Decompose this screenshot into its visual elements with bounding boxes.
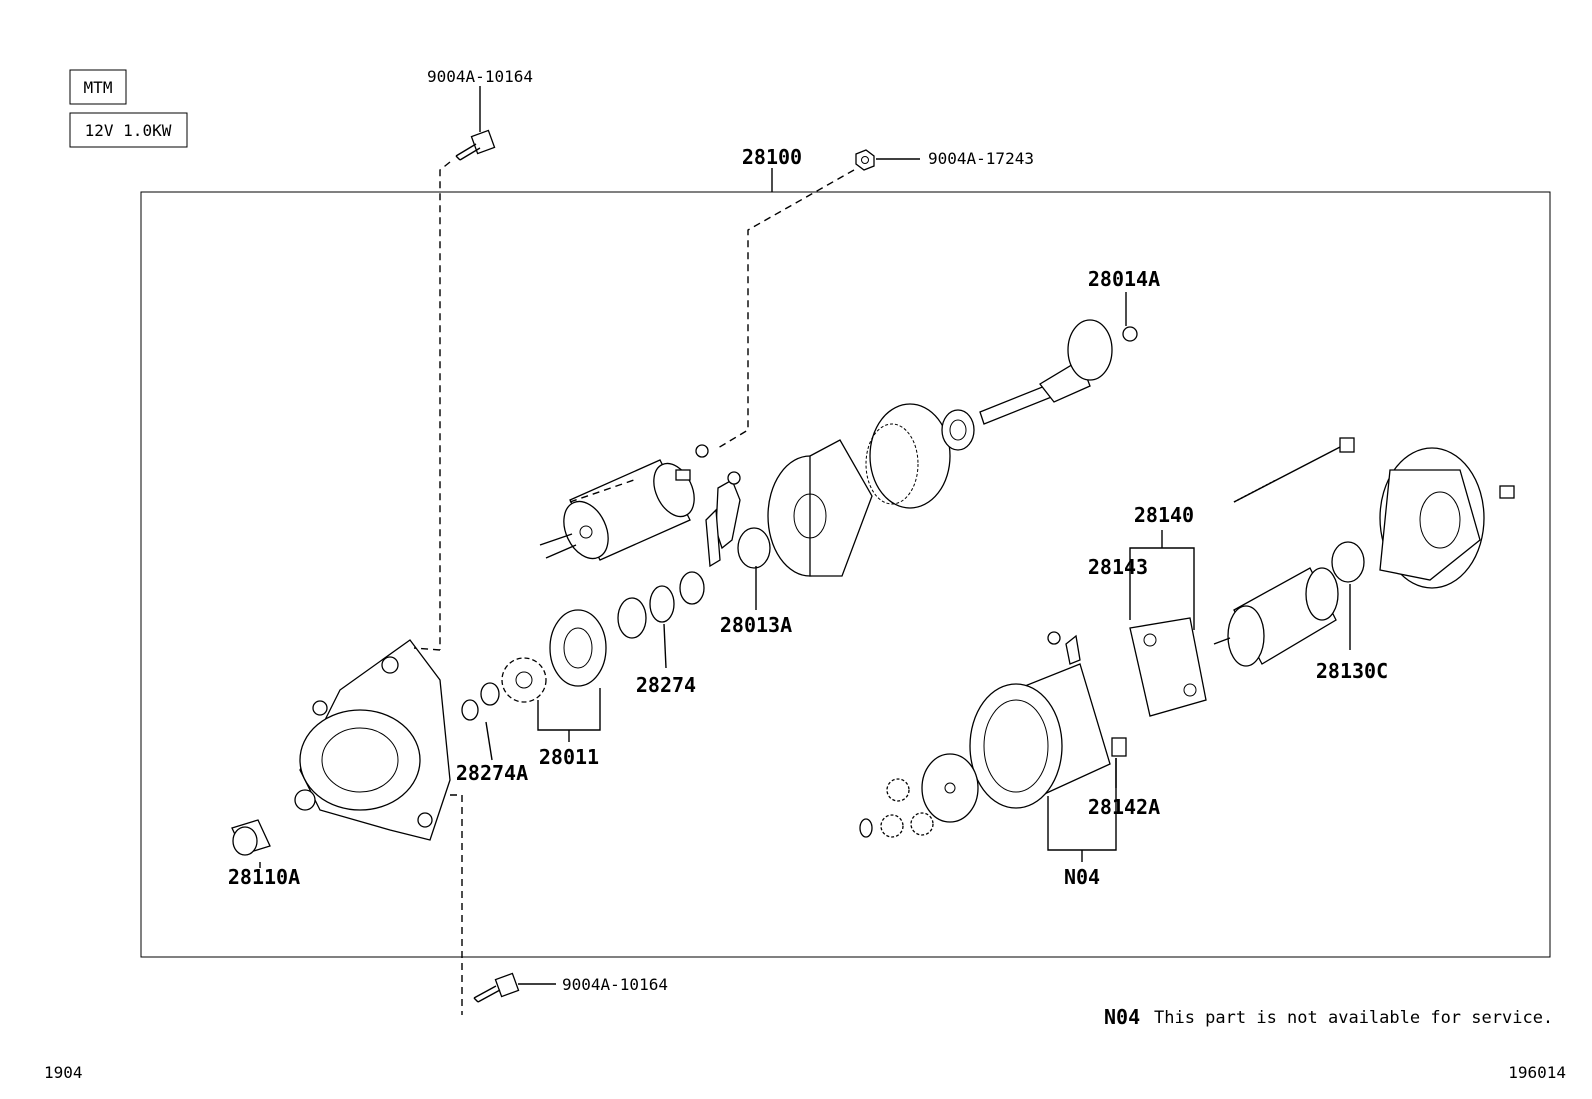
bolt-bottom-icon	[473, 972, 520, 1003]
yoke-icon	[969, 631, 1127, 809]
callout-bolt-bottom[interactable]: 9004A-10164	[562, 975, 668, 994]
ring-gear-icon	[865, 403, 975, 509]
callout-brush-holder-asm[interactable]: 28140	[1134, 503, 1194, 527]
callout-bushing[interactable]: 28130C	[1316, 659, 1388, 683]
callout-yoke[interactable]: N04	[1064, 865, 1100, 889]
footnote-text: This part is not available for service.	[1154, 1008, 1553, 1028]
tag-mtm: MTM	[69, 69, 127, 105]
clutch-gear-icon	[501, 609, 607, 703]
lever-icon	[705, 471, 741, 568]
footer-right-code: 196014	[1508, 1063, 1566, 1082]
callout-bolt-top[interactable]: 9004A-10164	[427, 67, 533, 86]
bolt-top-icon	[455, 129, 496, 161]
callout-clutch[interactable]: 28011	[539, 745, 599, 769]
callout-cap[interactable]: 28110A	[228, 865, 300, 889]
callout-clip[interactable]: 28274	[636, 673, 696, 697]
callout-brush[interactable]: 28142A	[1088, 795, 1160, 819]
tag-spec: 12V 1.0KW	[69, 112, 188, 148]
callout-28100[interactable]: 28100	[742, 145, 802, 169]
end-frame-icon	[1379, 447, 1515, 589]
footer-left-code: 1904	[44, 1063, 83, 1082]
footnote-code: N04	[1104, 1005, 1140, 1029]
armature-icon	[1213, 567, 1339, 667]
assembly-boundary	[140, 191, 1551, 958]
cap-icon	[231, 819, 271, 856]
center-housing-icon	[767, 439, 873, 577]
nut-top-icon	[855, 149, 875, 171]
clip-ring-icon	[617, 597, 647, 639]
callout-ring[interactable]: 28013A	[720, 613, 792, 637]
solenoid-icon	[539, 444, 709, 561]
callout-clip-small[interactable]: 28274A	[456, 761, 528, 785]
brush-holder-icon	[1129, 617, 1207, 717]
svg-text:12V 1.0KW: 12V 1.0KW	[85, 121, 172, 140]
callout-cover[interactable]: 28014A	[1088, 267, 1160, 291]
bushing-icon	[1331, 541, 1365, 583]
drive-housing-icon	[294, 639, 451, 841]
svg-text:MTM: MTM	[84, 78, 113, 97]
planetary-gears-icon	[859, 753, 979, 838]
callout-brush-holder[interactable]: 28143	[1088, 555, 1148, 579]
armature-shaft-icon	[979, 319, 1138, 425]
clip-small-icon	[461, 699, 479, 721]
through-bolt-icon	[1233, 437, 1355, 503]
ring-icon	[737, 527, 771, 569]
callout-nut-top[interactable]: 9004A-17243	[928, 149, 1034, 168]
